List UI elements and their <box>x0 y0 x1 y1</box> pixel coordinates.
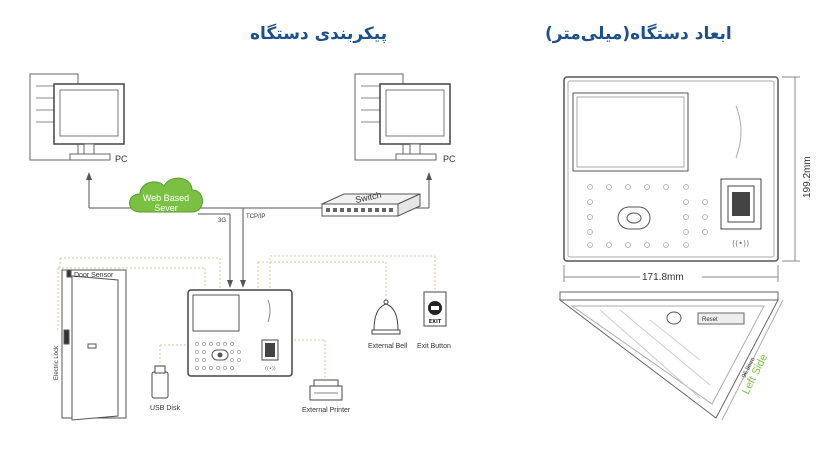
device-side-view <box>558 291 779 419</box>
svg-text:((•)): ((•)) <box>265 366 276 372</box>
dimensions-title: ابعاد دستگاه(میلی‌متر) <box>545 24 732 44</box>
external-printer-label: External Printer <box>302 407 351 414</box>
pc-left <box>29 73 125 161</box>
width-label: 171.8mm <box>642 272 684 283</box>
width-dimension <box>563 265 779 282</box>
3g-label: 3G <box>218 218 226 224</box>
electric-lock-label: Electric Lock <box>54 345 60 380</box>
exit-button-label: Exit Button <box>417 343 451 350</box>
usb-disk <box>151 365 169 399</box>
main-device: ((•)) <box>187 289 293 377</box>
web-server-cloud <box>129 177 203 213</box>
network-lines <box>86 172 432 288</box>
exit-button <box>423 291 447 327</box>
pc-left-label: PC <box>115 154 128 164</box>
cloud-label-line1: Web Based <box>143 193 189 203</box>
external-bell-label: External Bell <box>368 343 408 350</box>
pc-right-label: PC <box>443 154 456 164</box>
exit-text: EXIT <box>429 319 442 325</box>
door <box>61 269 127 421</box>
svg-text:((•)): ((•)) <box>732 239 749 248</box>
height-label: 199.2mm <box>802 156 813 198</box>
depth-dimension <box>721 299 784 421</box>
tcpip-label: TCP/IP <box>246 214 265 220</box>
cloud-label-line2: Sever <box>154 203 178 213</box>
reset-label: Reset <box>702 317 718 323</box>
external-bell <box>371 299 401 335</box>
external-printer <box>309 379 343 401</box>
pc-right <box>354 73 451 161</box>
height-dimension <box>782 76 800 262</box>
peripheral-wiring <box>57 255 436 380</box>
door-sensor-label: Door Sensor <box>74 272 114 279</box>
configuration-title: پیکربندی دستگاه <box>250 24 388 44</box>
usb-disk-label: USB Disk <box>150 405 180 412</box>
switch-device <box>321 193 421 217</box>
device-front-view: ((•)) <box>563 76 779 262</box>
